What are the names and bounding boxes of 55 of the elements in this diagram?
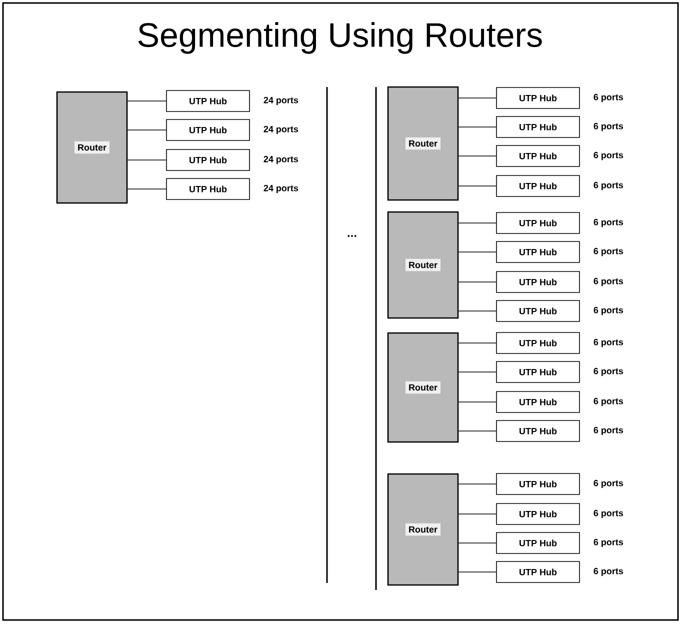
hub-box: UTP Hub [496,212,580,234]
port-count: 6 ports [594,278,624,286]
connector-line [127,188,166,190]
hub-box: UTP Hub [496,473,580,495]
router-box: Router [387,332,459,443]
hub-box: UTP Hub [496,361,580,383]
hub-box: UTP Hub [166,119,250,141]
port-count: 24 ports [264,126,298,134]
port-count: 6 ports [594,480,624,488]
hub-box: UTP Hub [496,532,580,554]
port-count: 6 ports [594,94,624,102]
hub-box: UTP Hub [166,149,250,171]
port-count: 6 ports [594,218,624,228]
title: Segmenting Using Routers [138,22,542,54]
hub-box: UTP Hub [496,561,580,583]
port-count: 24 ports [264,96,298,106]
connector-line [458,542,496,544]
router-box: Router [387,211,459,319]
connector-line [458,126,496,128]
hub-box: UTP Hub [496,332,580,354]
ellipsis: ... [348,235,356,237]
hub-box: UTP Hub [496,391,580,413]
port-count: 24 ports [264,156,298,164]
port-count: 6 ports [594,306,624,316]
hub-box: UTP Hub [496,175,580,197]
hub-box: UTP Hub [166,90,250,112]
connector-line [458,430,496,432]
connector-line [458,310,496,312]
router-box: Router [387,86,459,201]
hub-box: UTP Hub [166,178,250,200]
connector-line [458,222,496,224]
port-count: 6 ports [594,182,624,190]
connector-line [458,342,496,344]
port-count: 6 ports [594,338,624,348]
connector-line [127,100,166,102]
port-count: 6 ports [594,122,624,132]
router-box: Router [387,473,459,586]
hub-box: UTP Hub [496,145,580,167]
port-count: 24 ports [264,184,298,194]
hub-box: UTP Hub [496,116,580,138]
hub-box: UTP Hub [496,300,580,322]
port-count: 6 ports [594,152,624,160]
hub-box: UTP Hub [496,271,580,293]
hub-box: UTP Hub [496,241,580,263]
hub-box: UTP Hub [496,87,580,109]
router-box: Router [56,91,128,204]
hub-box: UTP Hub [496,420,580,442]
port-count: 6 ports [594,398,624,406]
port-count: 6 ports [594,368,624,376]
port-count: 6 ports [594,538,624,548]
port-count: 6 ports [594,248,624,256]
port-count: 6 ports [594,510,624,518]
port-count: 6 ports [594,568,624,576]
port-count: 6 ports [594,426,624,436]
hub-box: UTP Hub [496,503,580,525]
